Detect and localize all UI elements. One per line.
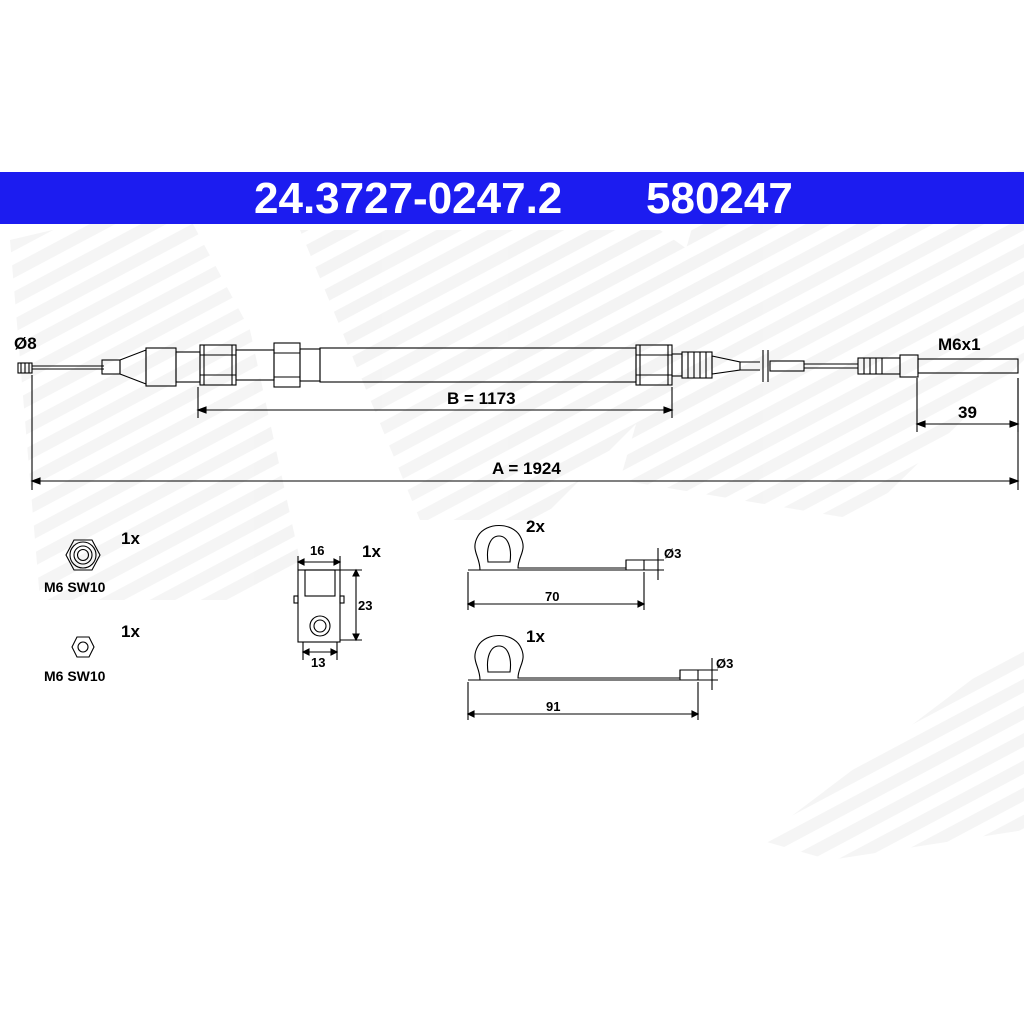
outer-sleeve bbox=[299, 348, 321, 382]
header-bar: 24.3727-0247.2 580247 bbox=[0, 172, 1024, 224]
hex-nut-icon bbox=[65, 539, 101, 571]
spring-clip-2-diameter: Ø3 bbox=[716, 656, 733, 671]
cone-fitting bbox=[119, 349, 147, 385]
dimension-b bbox=[196, 387, 674, 418]
nut-2-label: M6 SW10 bbox=[44, 668, 106, 684]
bracket-qty: 1x bbox=[362, 542, 381, 561]
bracket-height: 23 bbox=[358, 598, 372, 613]
spring-clip-drawing bbox=[466, 524, 664, 610]
end-diameter-label: Ø8 bbox=[14, 334, 37, 353]
thread-label: M6x1 bbox=[938, 335, 981, 354]
article-number: 580247 bbox=[646, 174, 793, 223]
part-number: 24.3727-0247.2 bbox=[254, 174, 563, 223]
threaded-section bbox=[681, 351, 713, 379]
adjuster-nut-1 bbox=[199, 344, 237, 386]
spring-clip-2-length: 91 bbox=[546, 699, 560, 714]
adjuster-nut-2 bbox=[273, 342, 301, 388]
nut-1-qty: 1x bbox=[121, 529, 140, 548]
spring-clip-1-diameter: Ø3 bbox=[664, 546, 681, 561]
adjuster-nut-3 bbox=[635, 344, 673, 386]
outer-casing bbox=[319, 347, 637, 383]
dimension-b-label: B = 1173 bbox=[447, 389, 516, 408]
dimension-a bbox=[30, 375, 1020, 490]
bracket-width-bottom: 13 bbox=[311, 655, 325, 670]
nut-1-label: M6 SW10 bbox=[44, 579, 106, 595]
ferrule bbox=[101, 359, 121, 375]
bracket-drawing bbox=[293, 556, 362, 660]
hex-nut-icon bbox=[71, 636, 95, 658]
nut-2-qty: 1x bbox=[121, 622, 140, 641]
spring-clip-drawing bbox=[466, 634, 718, 720]
bracket-width-top: 16 bbox=[310, 543, 324, 558]
spring-clip-1-qty: 2x bbox=[526, 517, 545, 536]
spring-clip-1-length: 70 bbox=[545, 589, 559, 604]
dimension-a-label: A = 1924 bbox=[492, 459, 561, 478]
spring-clip-2-qty: 1x bbox=[526, 627, 545, 646]
cable-assembly bbox=[17, 342, 1019, 388]
dimension-thread-length-label: 39 bbox=[958, 403, 977, 422]
